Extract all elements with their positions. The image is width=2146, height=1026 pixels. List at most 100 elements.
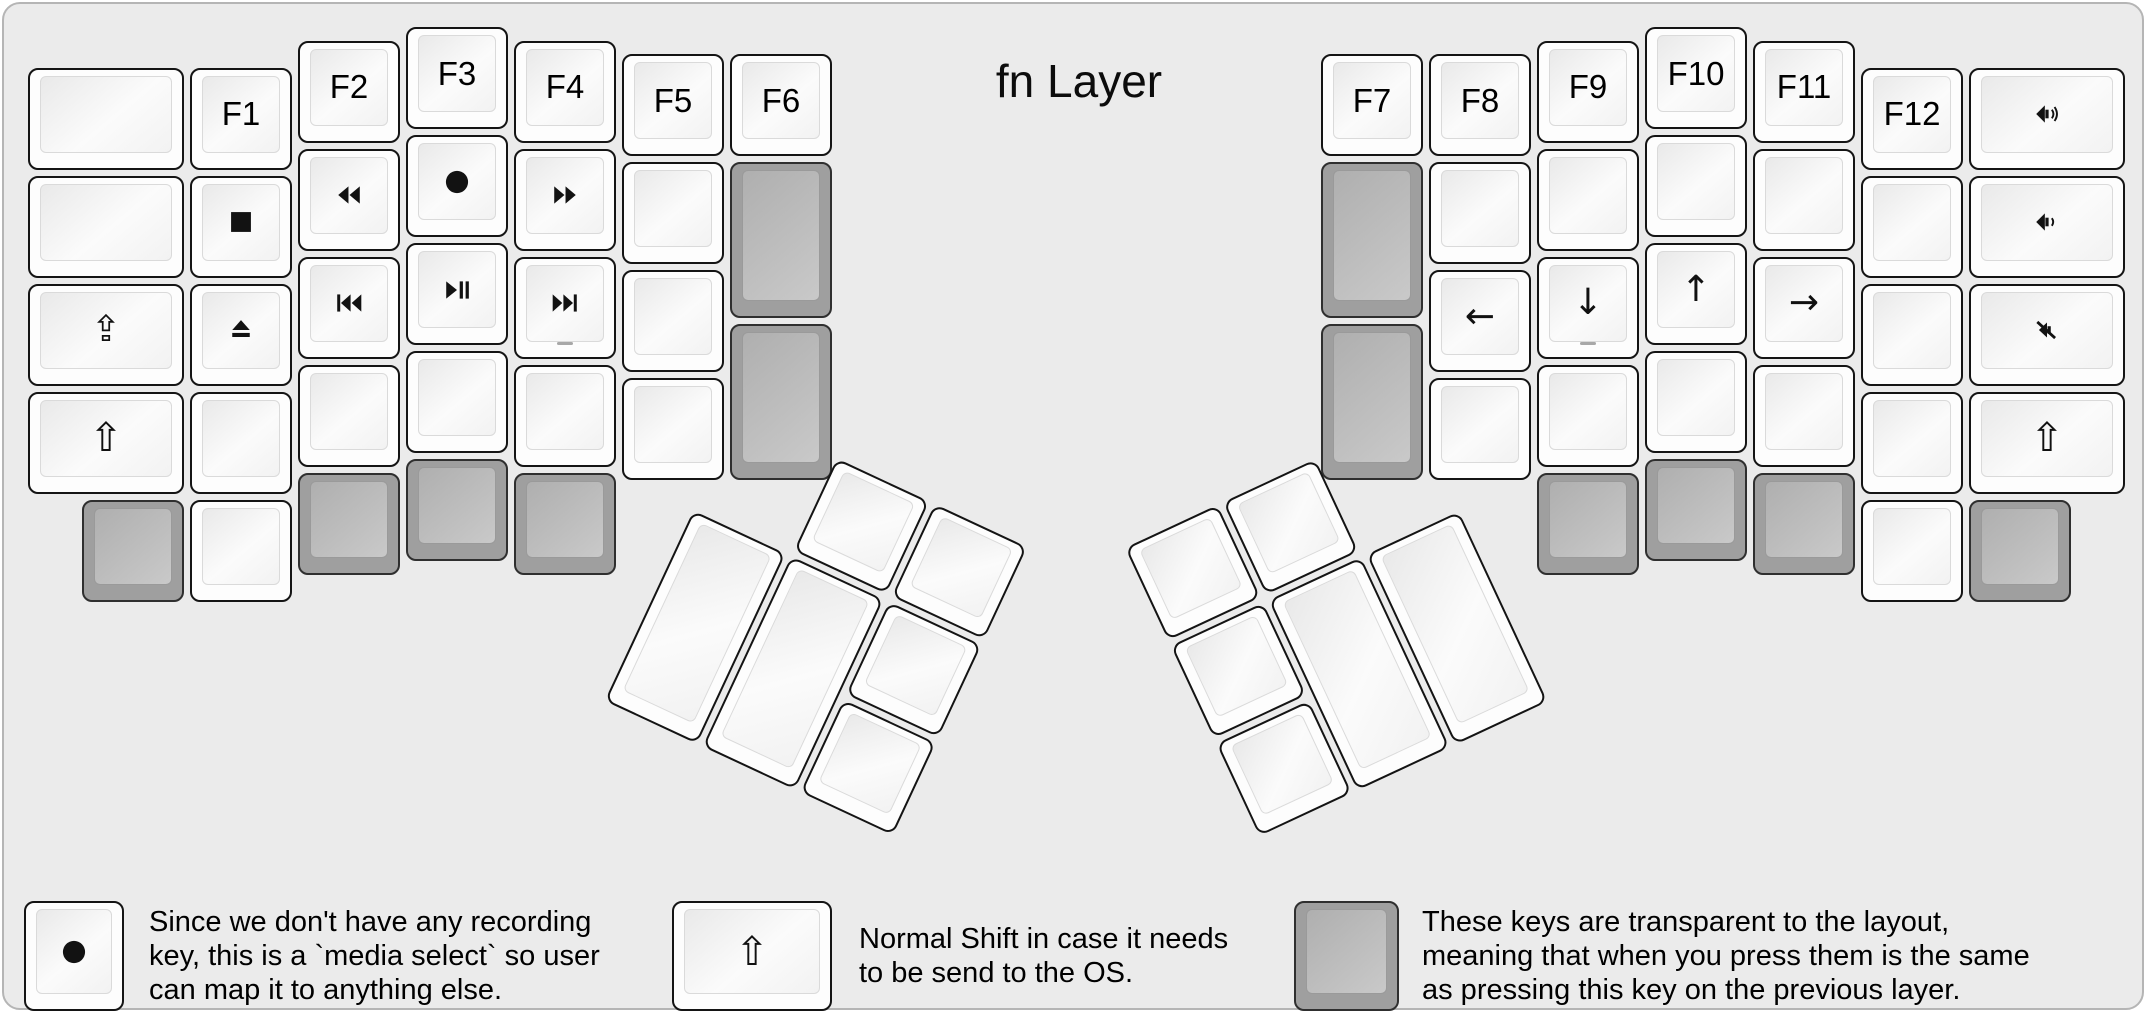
volume-down-icon — [2033, 209, 2061, 235]
key-transparent[interactable] — [730, 324, 832, 480]
key-blank[interactable] — [1429, 162, 1531, 264]
key-transparent[interactable] — [730, 162, 832, 318]
rewind-icon — [335, 182, 363, 208]
keycap — [634, 170, 712, 247]
keycap: ↑ — [1657, 251, 1735, 328]
key-blank[interactable] — [622, 270, 724, 372]
key-fast-forward[interactable] — [514, 148, 616, 251]
keycap — [310, 372, 388, 450]
key-rewind[interactable] — [298, 148, 400, 251]
keycap — [1230, 712, 1334, 816]
key-f3[interactable]: F3 — [406, 27, 508, 129]
keycap — [1873, 291, 1951, 369]
key-record[interactable] — [406, 135, 508, 237]
key-f4[interactable]: F4 — [514, 40, 616, 143]
key-transparent[interactable] — [1969, 499, 2071, 602]
key-arrow-up[interactable]: ↑ — [1645, 243, 1747, 345]
arrow-right-icon: → — [1788, 282, 1820, 323]
keycap — [418, 359, 496, 436]
keycap — [202, 183, 280, 261]
key-transparent[interactable] — [82, 499, 184, 602]
legend-text-line: key, this is a `media select` so user — [149, 940, 600, 972]
key-arrow-down[interactable]: ↓ — [1537, 256, 1639, 359]
key-blank[interactable] — [406, 351, 508, 453]
key-transparent[interactable] — [406, 459, 508, 561]
key-f2[interactable]: F2 — [298, 40, 400, 143]
keycap — [310, 264, 388, 342]
keycap — [811, 470, 916, 574]
key-prev-track[interactable] — [298, 256, 400, 359]
keycap — [1765, 372, 1843, 450]
keycap — [1873, 399, 1951, 477]
keycap — [1765, 480, 1843, 558]
key-label: F7 — [1352, 81, 1392, 119]
prev-track-icon — [334, 290, 364, 316]
key-blank[interactable] — [190, 391, 292, 494]
key-shift[interactable]: ⇧ — [28, 391, 184, 494]
fast-forward-icon — [551, 182, 579, 208]
keycap — [1981, 291, 2113, 369]
key-blank[interactable] — [1537, 148, 1639, 251]
key-blank[interactable] — [622, 162, 724, 264]
record-icon — [60, 938, 88, 966]
key-eject[interactable] — [190, 283, 292, 386]
legend-sample-key-3 — [1294, 901, 1399, 1011]
key-f12[interactable]: F12 — [1861, 67, 1963, 170]
key-blank[interactable] — [1861, 283, 1963, 386]
key-stop[interactable] — [190, 175, 292, 278]
keycap: F7 — [1333, 62, 1411, 139]
key-arrow-right[interactable]: → — [1753, 256, 1855, 359]
key-blank[interactable] — [1861, 175, 1963, 278]
key-blank[interactable] — [1537, 364, 1639, 467]
keycap — [1657, 467, 1735, 544]
keycap — [202, 507, 280, 585]
volume-up-icon — [2033, 101, 2061, 127]
key-blank[interactable] — [514, 364, 616, 467]
key-blank[interactable] — [1861, 499, 1963, 602]
key-blank[interactable] — [28, 67, 184, 170]
key-f5[interactable]: F5 — [622, 54, 724, 156]
key-f11[interactable]: F11 — [1753, 40, 1855, 143]
key-blank[interactable] — [1753, 148, 1855, 251]
stop-icon — [227, 208, 255, 236]
arrow-left-icon: ← — [1464, 295, 1496, 337]
key-blank[interactable] — [298, 364, 400, 467]
key-transparent[interactable] — [1321, 162, 1423, 318]
key-f9[interactable]: F9 — [1537, 40, 1639, 143]
key-transparent[interactable] — [1645, 459, 1747, 561]
key-label: F4 — [545, 68, 585, 105]
arrow-up-icon: ↑ — [1680, 268, 1712, 310]
key-blank[interactable] — [1645, 351, 1747, 453]
key-transparent[interactable] — [514, 472, 616, 575]
key-shift[interactable]: ⇧ — [1969, 391, 2125, 494]
key-f7[interactable]: F7 — [1321, 54, 1423, 156]
key-volume-mute[interactable] — [1969, 283, 2125, 386]
key-play-pause[interactable] — [406, 243, 508, 345]
key-blank[interactable] — [1429, 378, 1531, 480]
key-transparent[interactable] — [1321, 324, 1423, 480]
key-blank[interactable] — [1645, 135, 1747, 237]
key-volume-up[interactable] — [1969, 67, 2125, 170]
keycap — [310, 156, 388, 234]
keycap — [1237, 471, 1341, 575]
key-transparent[interactable] — [298, 472, 400, 575]
key-blank[interactable] — [1861, 391, 1963, 494]
key-transparent[interactable] — [1537, 472, 1639, 575]
eject-icon — [227, 316, 255, 344]
keycap — [418, 143, 496, 220]
key-volume-down[interactable] — [1969, 175, 2125, 278]
key-f6[interactable]: F6 — [730, 54, 832, 156]
key-caps-lock[interactable]: ⇪ — [28, 283, 184, 386]
key-transparent[interactable] — [1753, 472, 1855, 575]
key-label: F11 — [1776, 68, 1832, 105]
key-f8[interactable]: F8 — [1429, 54, 1531, 156]
key-next-track[interactable] — [514, 256, 616, 359]
key-f10[interactable]: F10 — [1645, 27, 1747, 129]
key-blank[interactable] — [28, 175, 184, 278]
key-blank[interactable] — [190, 499, 292, 602]
key-arrow-left[interactable]: ← — [1429, 270, 1531, 372]
key-blank[interactable] — [622, 378, 724, 480]
key-blank[interactable] — [1753, 364, 1855, 467]
key-label: F6 — [761, 81, 801, 119]
key-f1[interactable]: F1 — [190, 67, 292, 170]
